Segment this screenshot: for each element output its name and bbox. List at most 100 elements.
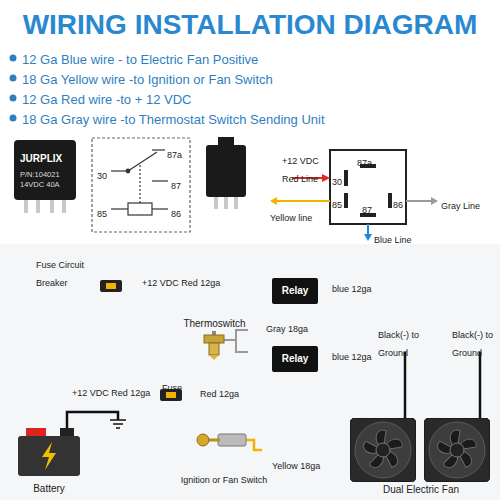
node-text: Ignition or Fan Switch [181,475,268,486]
ground-wire [479,352,482,418]
wire-name: Blue Line [374,235,412,245]
pin-number: 30 [332,177,342,187]
wire-name-holder: Blue Line [374,229,412,247]
wire-name: Gray Line [441,201,480,211]
bullet-text-holder: 18 Ga Yellow wire -to Ignition or Fan Sw… [22,70,273,88]
pin-number-holder: 87 [171,175,181,193]
coil-lead [152,208,168,209]
rating-text-holder: 14VDC 40A [20,173,60,191]
wire-label-holder: blue 12ga [330,278,374,296]
terminal-line [111,170,128,171]
part-name: Fuse [162,383,182,393]
pin-number: 87 [171,181,181,191]
wire-label-holder: +12 VDC Red 12ga [140,272,222,290]
ground-wire [404,352,407,418]
bullet-text-holder: 18 Ga Gray wire -to Thermostat Switch Se… [22,110,325,128]
pivot-dot [126,169,130,173]
switch-node: Ignition or Fan Switch [180,430,268,486]
wire-label-holder: Gray 18ga [264,318,310,336]
pin-number: 85 [332,200,342,210]
ground-note: Black(-) to Ground [452,330,493,358]
fuse-holder [100,280,122,292]
wire-label: +12 VDC Red 12ga [142,278,220,288]
ground-note-holder: Black(-) to Ground [378,324,424,360]
blue-line [367,224,369,235]
ground-note-holder: Black(-) to Ground [452,324,496,360]
bullet-dots [10,55,17,122]
fan-icon [424,418,490,482]
brand-text-holder: JURPLIX [20,148,62,166]
bullet-text: 12 Ga Blue wire - to Electric Fan Positi… [22,52,258,67]
wire-name: Red 12ga [200,389,239,399]
node-text: Dual Electric Fan [383,484,459,496]
relay-pin [36,200,40,213]
pin-number: 87 [362,205,372,215]
bullet-text: 18 Ga Yellow wire -to Ignition or Fan Sw… [22,72,273,87]
pin-bar [344,170,348,186]
pin-number: 85 [97,209,107,219]
fuse-element [106,283,116,289]
coil-symbol [128,203,152,215]
part-name: Fuse Circuit Breaker [36,260,84,288]
fan-icon [350,418,416,482]
ignition-switch [197,434,246,446]
arrow-head [322,174,330,182]
key-shaft [208,439,220,442]
title: WIRING INSTALLATION DIAGRAM [0,8,500,42]
pin-bar [388,193,392,208]
thermoswitch-node: Thermoswitch [180,318,249,362]
pin-number-holder: 86 [171,203,181,221]
wire-name-holder: Yellow line [270,207,312,225]
wire-label: Yellow 18ga [272,461,320,471]
ground-bar [110,419,126,421]
sensor-nut [204,335,224,343]
node-text: Battery [33,483,65,495]
fan-node: Dual Electric Fan [346,415,496,496]
battery-body [18,436,80,476]
wire-label: Gray 18ga [266,324,308,334]
bullet-dot [10,115,17,122]
node-text: Relay [282,353,309,365]
pin-number-holder: 30 [332,171,342,189]
key-head [197,434,209,446]
wire-name-holder: +12 VDC Red Line [282,150,326,186]
pin-number: 87a [167,150,182,160]
pin-number-holder: 86 [393,194,403,212]
pin-number-holder: 85 [332,194,342,212]
wire-name: Yellow line [270,213,312,223]
ground-symbol [110,420,126,428]
arrow-head [270,197,277,205]
pin-number: 30 [97,171,107,181]
gray-line [406,200,432,202]
bullet-text: 18 Ga Gray wire -to Thermostat Switch Se… [22,112,325,127]
battery-bolt [42,442,56,470]
coil-link [139,165,140,203]
relay-pin [234,197,238,209]
bullet-dot [10,95,17,102]
arrow-head [431,197,438,205]
wire-label-holder: blue 12ga [330,346,374,364]
pin-number-holder: 85 [97,203,107,221]
fuse-body [100,280,122,292]
relay-pin [224,197,228,209]
pin-number-holder: 87 [362,199,372,217]
pinout-frame [330,150,406,224]
sensor-terminal [212,331,216,335]
brand-text: JURPLIX [20,153,62,164]
coil-lead [111,208,128,209]
negative-terminal [60,428,74,436]
pin-number: 86 [171,209,181,219]
ground-note: Black(-) to Ground [378,330,419,358]
part-number-holder: P/N:104021 [20,163,60,181]
wire-label-holder: +12 VDC Red 12ga [70,382,152,400]
title-holder: WIRING INSTALLATION DIAGRAM [0,8,500,42]
relay-schematic [92,138,190,232]
relay-pin [50,200,54,213]
wire-label: +12 VDC Red 12ga [72,388,150,398]
wire-label: blue 12ga [332,284,372,294]
sensor-tip [209,355,219,360]
part-number: P/N:104021 [20,170,60,179]
switch-cylinder [218,434,246,446]
contact-line [152,180,168,181]
